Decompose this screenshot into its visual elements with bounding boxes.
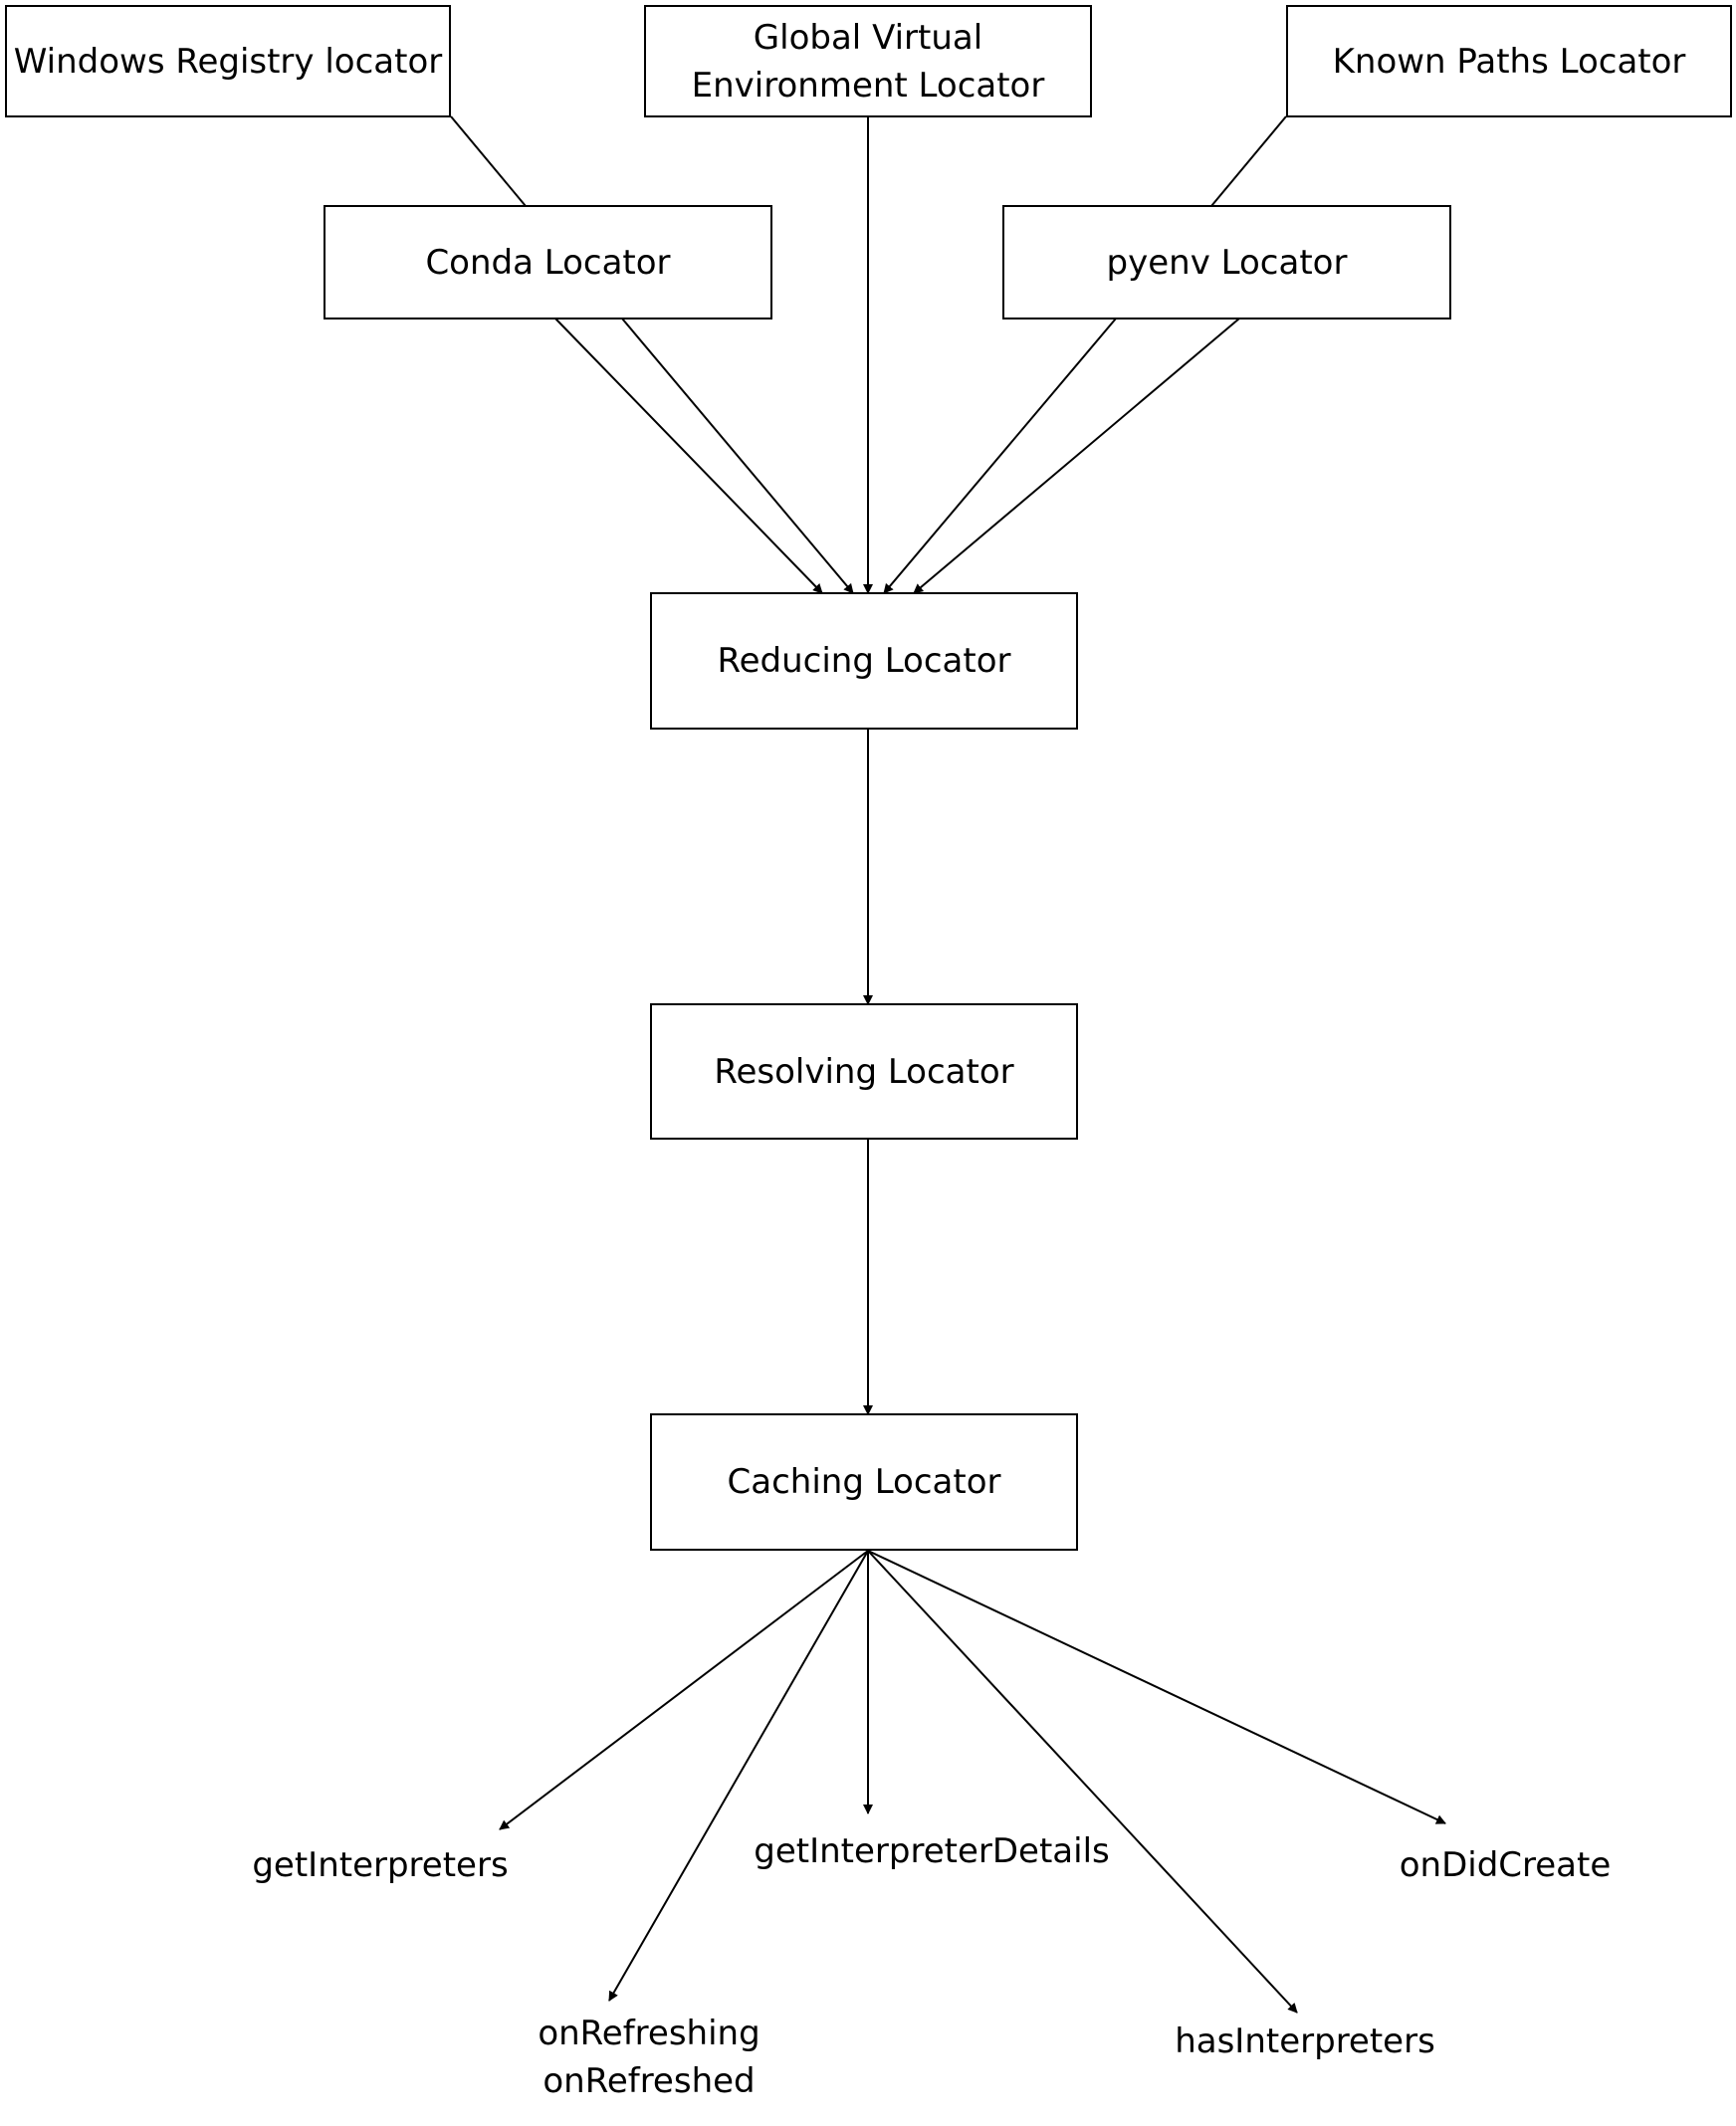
edge-caching-to-get-interpreters <box>499 1550 869 1830</box>
get-interpreters-label: getInterpreters <box>252 1845 509 1885</box>
edge-windows-registry-to-conda <box>450 115 527 207</box>
get-interpreter-details-label: getInterpreterDetails <box>754 1831 1110 1871</box>
pyenv-locator-box: pyenv Locator <box>1002 205 1451 319</box>
edge-pyenv-to-reducing-2 <box>913 318 1240 594</box>
on-refreshing-label: onRefreshing onRefreshed <box>538 2014 760 2101</box>
known-paths-locator-box: Known Paths Locator <box>1286 5 1732 117</box>
windows-registry-locator-box: Windows Registry locator <box>5 5 451 117</box>
reducing-locator-box: Reducing Locator <box>650 592 1078 730</box>
edge-caching-to-has-interpreters <box>867 1550 1298 2014</box>
edge-known-paths-to-pyenv <box>1210 115 1287 207</box>
edge-caching-to-on-did-create <box>867 1550 1446 1824</box>
edge-pyenv-to-reducing-1 <box>883 318 1117 594</box>
resolving-locator-box: Resolving Locator <box>650 1003 1078 1140</box>
caching-locator-box: Caching Locator <box>650 1413 1078 1551</box>
on-did-create-label: onDidCreate <box>1399 1845 1612 1885</box>
edge-caching-to-on-refreshing <box>608 1550 869 2002</box>
edge-conda-to-reducing-1 <box>554 318 823 594</box>
edge-conda-to-reducing-2 <box>621 318 854 594</box>
global-virtual-environment-locator-box: Global Virtual Environment Locator <box>644 5 1092 117</box>
has-interpreters-label: hasInterpreters <box>1175 2021 1435 2061</box>
conda-locator-box: Conda Locator <box>324 205 772 319</box>
